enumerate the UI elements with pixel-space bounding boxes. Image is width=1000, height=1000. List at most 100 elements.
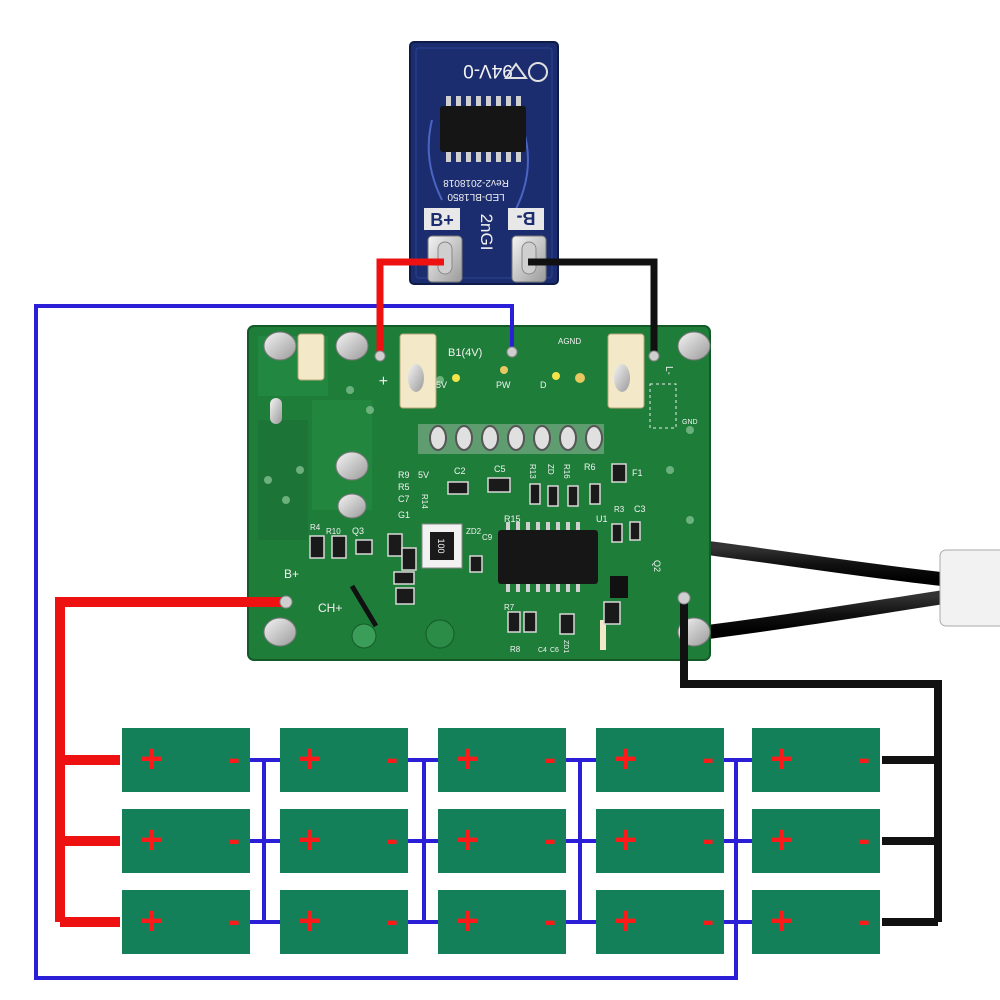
label-c5: C5 [494, 464, 506, 474]
label-r15: R15 [504, 514, 521, 524]
cell-negative-sign: - [386, 818, 398, 859]
label-gnd: GND [682, 419, 698, 426]
cell-negative-sign: - [544, 899, 556, 940]
label-r13: R13 [528, 464, 537, 479]
led-driver-ic [440, 96, 526, 162]
cell-positive-sign: + [614, 737, 637, 781]
cell-negative-sign: - [228, 818, 240, 859]
bms-protection-board: 100 [247, 325, 711, 661]
label-r8: R8 [510, 645, 521, 654]
label-c7: C7 [398, 494, 410, 504]
battery-cell: +- [596, 809, 724, 873]
label-ch-plus: CH+ [318, 601, 342, 615]
label-r5: R5 [398, 482, 410, 492]
battery-cell: +- [752, 890, 880, 954]
cell-negative-sign: - [228, 737, 240, 778]
battery-cell: +- [752, 728, 880, 792]
label-r3: R3 [614, 505, 625, 514]
label-agnd: AGND [558, 337, 581, 346]
cell-positive-sign: + [298, 737, 321, 781]
label-b-plus: B+ [284, 567, 299, 581]
battery-cell: +- [280, 728, 408, 792]
cell-negative-sign: - [858, 899, 870, 940]
label-r9: R9 [398, 470, 410, 480]
resistor-marking: 100 [436, 538, 446, 553]
battery-cell: +- [122, 890, 250, 954]
label-c3: C3 [634, 504, 646, 514]
label-r6: R6 [584, 462, 596, 472]
svg-text:+: + [374, 376, 391, 385]
led-board-marking: 2nGI [477, 214, 496, 251]
label-r4: R4 [310, 523, 321, 532]
smd-components [309, 463, 641, 635]
current-sense-resistor: 100 [421, 523, 463, 569]
label-l-minus: L- [663, 366, 674, 375]
label-c2: C2 [454, 466, 466, 476]
pack-negative-wire [680, 598, 942, 926]
mounting-pad [263, 331, 711, 647]
label-r14: R14 [420, 494, 429, 509]
battery-cell: +- [596, 728, 724, 792]
cell-positive-sign: + [140, 737, 163, 781]
cell-negative-sign: - [702, 737, 714, 778]
cell-positive-sign: + [140, 899, 163, 943]
battery-cell: +- [438, 728, 566, 792]
cell-positive-sign: + [456, 818, 479, 862]
cell-negative-sign: - [702, 899, 714, 940]
output-cable [701, 541, 1000, 639]
battery-cell: +- [122, 809, 250, 873]
cell-positive-sign: + [614, 899, 637, 943]
label-g1: G1 [398, 510, 410, 520]
cable-connector [939, 549, 1000, 627]
label-pw: PW [496, 380, 511, 390]
label-c6: C6 [550, 647, 559, 654]
cell-negative-sign: - [702, 818, 714, 859]
cell-positive-sign: + [770, 899, 793, 943]
led-board-revision: Rev2-2018018 [443, 177, 509, 188]
led-positive-wire [376, 258, 444, 356]
battery-cell-grid: +-+-+-+-+-+-+-+-+-+-+-+-+-+-+- [122, 728, 880, 954]
cell-positive-sign: + [770, 737, 793, 781]
bms-controller-ic [498, 522, 598, 592]
cell-negative-sign: - [544, 737, 556, 778]
cell-positive-sign: + [770, 818, 793, 862]
led-negative-wire [528, 258, 658, 356]
label-c4: C4 [538, 647, 547, 654]
label-5v-top: 5V [436, 380, 447, 390]
label-zd: ZD [546, 464, 555, 475]
label-q2: Q2 [652, 560, 662, 572]
cell-negative-sign: - [858, 737, 870, 778]
cell-positive-sign: + [298, 818, 321, 862]
cell-negative-sign: - [228, 899, 240, 940]
battery-cell: +- [596, 890, 724, 954]
cell-positive-sign: + [456, 737, 479, 781]
wiring [34, 258, 942, 980]
label-b1: B1(4V) [448, 347, 482, 359]
label-r10: R10 [326, 527, 341, 536]
blue-sense-wire [34, 304, 738, 980]
cell-negative-sign: - [386, 899, 398, 940]
cell-negative-sign: - [386, 737, 398, 778]
header-pin-row [418, 424, 604, 454]
label-q3: Q3 [352, 526, 364, 536]
battery-cell: +- [438, 890, 566, 954]
pack-positive-wire [55, 597, 286, 927]
cell-negative-sign: - [858, 818, 870, 859]
label-5v: 5V [418, 470, 429, 480]
label-zd1: ZD1 [562, 640, 569, 653]
battery-cell: +- [280, 809, 408, 873]
led-board-model: LED-BL1850 [447, 191, 505, 202]
battery-cell: +- [122, 728, 250, 792]
led-board-rating: 94V-0 [463, 60, 513, 81]
cell-positive-sign: + [456, 899, 479, 943]
label-f1: F1 [632, 468, 643, 478]
cell-positive-sign: + [298, 899, 321, 943]
cell-positive-sign: + [614, 818, 637, 862]
cell-positive-sign: + [140, 818, 163, 862]
label-r16: R16 [562, 464, 571, 479]
ul-logo-icon [504, 62, 548, 82]
led-indicator-board: 94V-0 LED-BL1850 Rev2 [409, 41, 559, 285]
series-links [250, 758, 752, 924]
battery-cell: +- [438, 809, 566, 873]
